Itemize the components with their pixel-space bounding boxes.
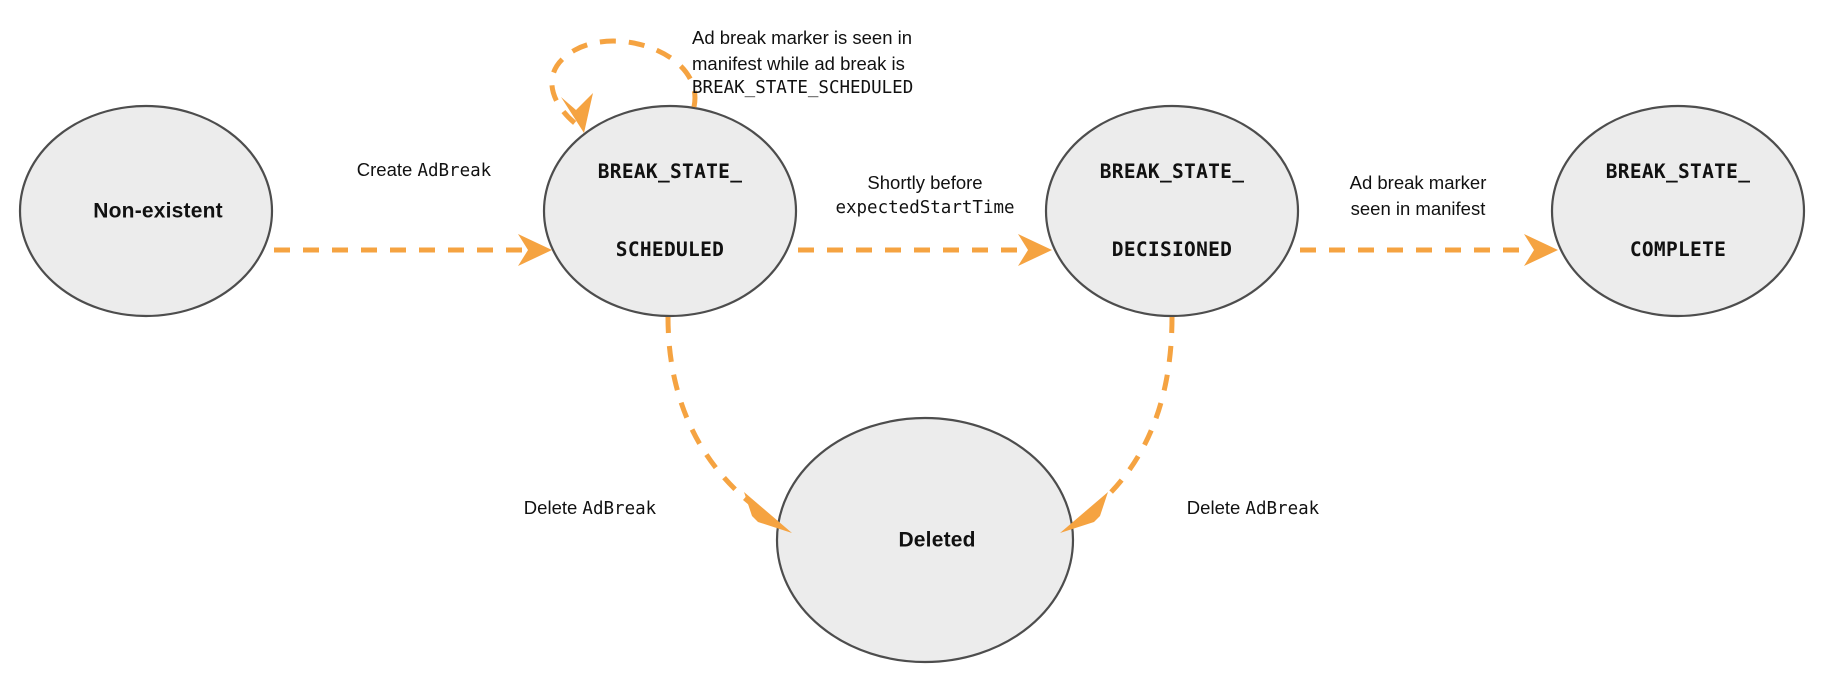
arrow-head-icon	[1060, 492, 1108, 533]
node-break-state-complete[interactable]	[1550, 104, 1806, 318]
arrow-head-icon	[1524, 234, 1558, 266]
node-non-existent[interactable]	[18, 104, 274, 318]
arrow-head-icon	[561, 93, 593, 133]
edge-delete-adbreak-from-decisioned	[1060, 316, 1175, 533]
arrow-head-icon	[1018, 234, 1052, 266]
edge-create-adbreak	[274, 234, 552, 266]
node-break-state-scheduled[interactable]	[542, 104, 798, 318]
node-deleted[interactable]	[775, 416, 1075, 664]
arrow-head-icon	[744, 492, 792, 533]
edge-delete-adbreak-from-scheduled	[665, 316, 792, 533]
arrow-head-icon	[518, 234, 552, 266]
edge-marker-seen-in-manifest	[1300, 234, 1558, 266]
node-break-state-decisioned[interactable]	[1044, 104, 1300, 318]
edge-marker-seen-while-scheduled	[549, 38, 698, 133]
edge-shortly-before-expected-start-time	[798, 234, 1052, 266]
